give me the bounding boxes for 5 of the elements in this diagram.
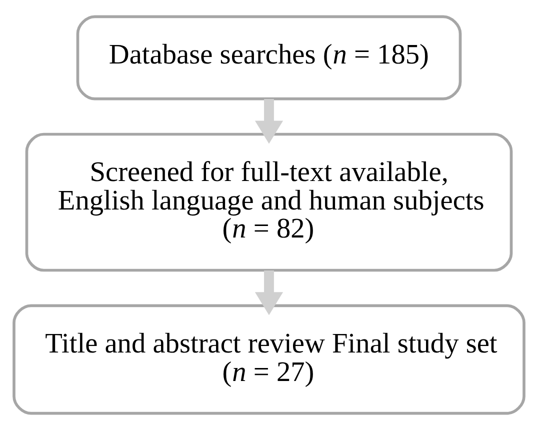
node-box: Title and abstract review Final study set (n = 27)	[12, 304, 526, 415]
arrow	[254, 270, 284, 316]
arrow	[254, 99, 284, 144]
node-box: Screened for full-text available, English language and human subjects (n = 82)	[25, 132, 513, 272]
node-box: Database searches (n = 185)	[76, 15, 462, 100]
